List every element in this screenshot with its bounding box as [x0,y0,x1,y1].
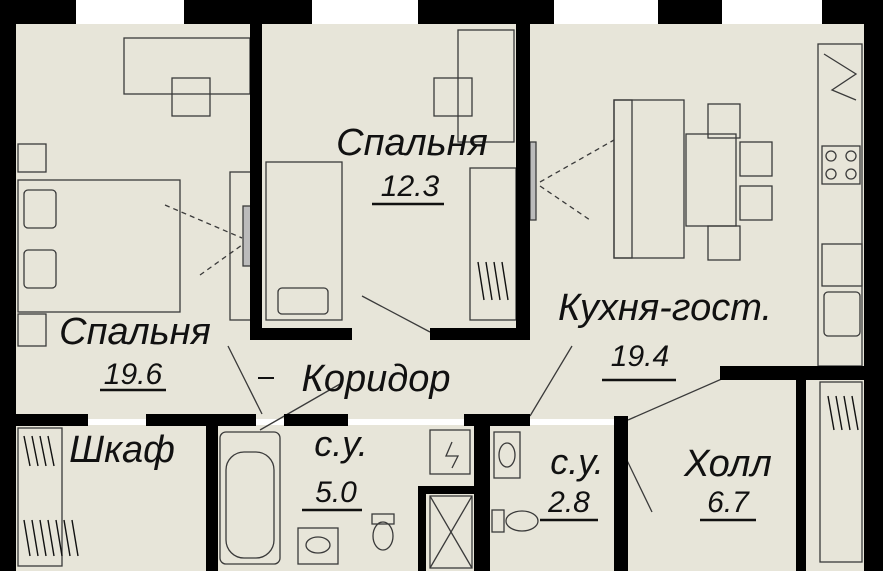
room-labels: Спальня 19.6 Спальня 12.3 Кухня-гост. 19… [59,122,772,522]
chair [739,141,773,177]
bathtub-inner [225,451,275,559]
toilet [505,510,539,532]
wall [184,0,312,24]
vanity [493,431,521,479]
hanger-marks [23,435,55,467]
shower-panel [429,429,471,475]
tv [242,205,252,267]
tv-view [164,204,243,239]
room-area-bedroom-1: 19.6 [104,358,163,391]
chair [707,103,741,139]
wardrobe [819,381,863,563]
room-name-bath-2: с.у. [550,441,604,482]
desk-chair [171,77,211,117]
hob-burner [825,168,837,180]
door-swing [361,295,431,333]
hob-burner [825,150,837,162]
room-name-bedroom-1: Спальня [59,311,211,353]
bed [17,179,181,313]
nightstand [17,143,47,173]
door-swing [627,377,725,421]
hob [821,145,861,185]
wall [284,414,348,426]
toilet [372,521,394,551]
vanity [297,527,339,565]
fridge [821,243,863,287]
wall [614,416,628,571]
pillow [277,287,329,315]
room-area-bedroom-2: 12.3 [381,170,440,203]
wall [658,0,722,24]
bed [265,161,343,321]
hanger-marks [827,395,859,431]
wall [206,414,218,571]
door-swing [529,345,573,417]
floor-bath-1 [216,425,476,571]
window-vent [823,53,858,101]
wall [0,0,16,571]
hanger-marks [477,261,509,301]
wall [474,414,490,571]
nightstand [17,313,47,347]
room-area-bath-1: 5.0 [315,476,357,509]
washbasin [305,536,331,554]
floor-hall [628,378,864,571]
floor-areas [16,24,864,571]
room-area-kitchen: 19.4 [611,340,669,373]
floor-closet [16,425,206,571]
room-name-hall: Холл [683,443,772,485]
wall [516,24,530,340]
wall [250,24,262,164]
tv [529,141,537,221]
pillow [23,249,57,289]
wall [418,486,426,571]
door-swing [259,383,341,431]
room-area-hall: 6.7 [707,486,750,519]
wall [0,414,88,426]
hob-burner [845,150,857,162]
bathtub [219,431,281,565]
room-name-corridor: Коридор [301,358,450,400]
room-name-bedroom-2: Спальня [336,122,488,164]
wall [430,328,530,340]
floor-corridor [16,329,636,419]
wall [146,414,256,426]
hanger-marks [23,519,79,557]
tv-view [539,185,591,221]
shower-icon [445,441,460,469]
hatching [23,261,859,557]
room-name-bath-1: с.у. [314,423,368,464]
chair [707,225,741,261]
wall [250,150,262,340]
wall [796,380,806,571]
shower [429,495,473,569]
room-name-kitchen: Кухня-гост. [558,287,772,329]
wall [464,414,530,426]
pillow [23,189,57,229]
room-name-closet: Шкаф [69,429,175,471]
closet-rack [17,427,63,567]
wall [418,486,476,494]
door-swing [227,345,263,415]
floor-bath-2 [490,425,618,571]
room-area-bath-2: 2.8 [547,486,590,519]
wall [864,0,883,571]
chair [739,185,773,221]
wall [418,0,554,24]
hob-burner [845,168,857,180]
shower-diag [429,495,473,569]
wall [250,328,352,340]
wall [720,366,864,380]
toilet-tank [371,513,395,525]
desk-chair [433,77,473,117]
sink [823,291,861,337]
sofa-back [613,99,633,259]
toilet-tank [491,509,505,533]
desk [457,29,515,143]
washbasin [498,442,516,468]
